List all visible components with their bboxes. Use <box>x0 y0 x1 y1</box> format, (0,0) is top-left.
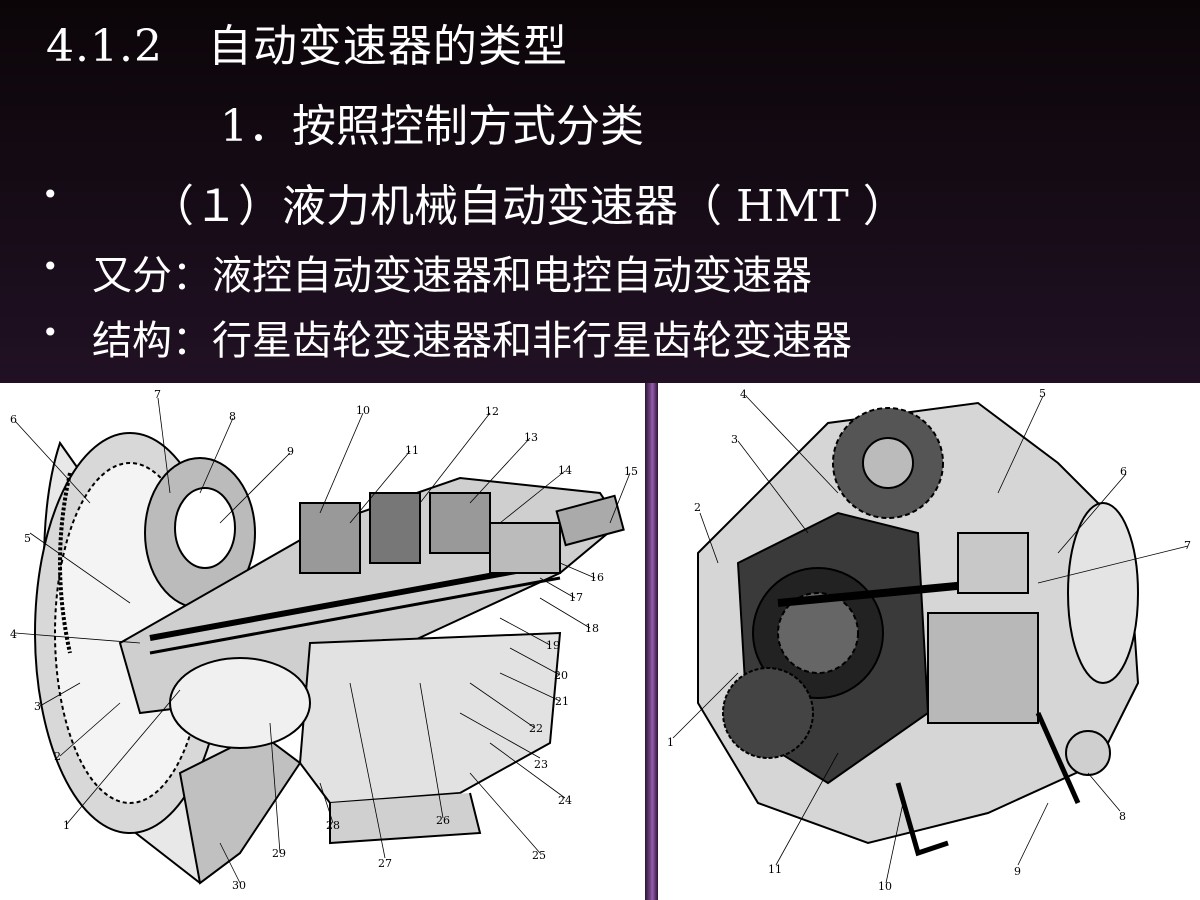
callout-label: 27 <box>378 857 392 870</box>
callout-label: 19 <box>546 639 560 652</box>
callout-label: 16 <box>590 571 604 584</box>
callout-label: 7 <box>1184 539 1191 552</box>
transmission-cutaway-drawing: 1 2 3 4 5 6 7 8 9 10 11 12 13 14 15 16 1… <box>10 388 638 892</box>
callout-label: 1 <box>667 736 674 749</box>
callout-label: 7 <box>154 388 161 401</box>
transaxle-cutaway-figure: 1 2 3 4 5 6 7 8 9 10 11 <box>658 383 1200 900</box>
bullet-marker: • <box>42 178 59 211</box>
bullet-marker: • <box>42 250 59 283</box>
callout-label: 2 <box>54 750 61 763</box>
callout-label: 12 <box>485 405 499 418</box>
callout-label: 30 <box>232 879 246 892</box>
callout-label: 17 <box>569 591 583 604</box>
slide-title: 4.1.2 自动变速器的类型 <box>46 21 568 72</box>
callout-label: 15 <box>624 465 638 478</box>
callout-label: 14 <box>558 464 572 477</box>
bullet-marker: • <box>42 316 59 349</box>
callout-label: 4 <box>740 388 747 401</box>
callout-label: 3 <box>731 433 738 446</box>
callout-label: 23 <box>534 758 548 771</box>
callout-label: 10 <box>356 404 370 417</box>
callout-label: 21 <box>555 695 569 708</box>
callout-label: 22 <box>529 722 543 735</box>
callout-label: 10 <box>878 880 892 893</box>
callout-label: 28 <box>326 819 340 832</box>
bullet-control-types: 又分：液控自动变速器和电控自动变速器 <box>92 253 812 299</box>
bullet-hmt: （１）液力机械自动变速器（ HMT ） <box>150 181 907 232</box>
callout-label: 13 <box>524 431 538 444</box>
callout-label: 20 <box>554 669 568 682</box>
callout-label: 8 <box>1119 810 1126 823</box>
transmission-cutaway-figure: 1 2 3 4 5 6 7 8 9 10 11 12 13 14 15 16 1… <box>0 383 645 900</box>
callout-label: 8 <box>229 410 236 423</box>
callout-label: 2 <box>694 501 701 514</box>
callout-label: 11 <box>768 863 782 876</box>
callout-label: 4 <box>10 628 17 641</box>
transaxle-cutaway-drawing: 1 2 3 4 5 6 7 8 9 10 11 <box>667 387 1191 893</box>
callout-label: 5 <box>1039 387 1046 400</box>
bullet-structure-types: 结构：行星齿轮变速器和非行星齿轮变速器 <box>92 318 852 364</box>
callout-label: 29 <box>272 847 286 860</box>
callout-label: 9 <box>1014 865 1021 878</box>
callout-label: 6 <box>10 413 17 426</box>
callout-label: 3 <box>34 700 41 713</box>
callout-label: 9 <box>287 445 294 458</box>
slide-subtitle: 1．按照控制方式分类 <box>220 101 644 152</box>
callout-label: 24 <box>558 794 572 807</box>
callout-label: 11 <box>405 444 419 457</box>
callout-label: 5 <box>24 532 31 545</box>
callout-label: 26 <box>436 814 450 827</box>
callout-label: 25 <box>532 849 546 862</box>
callout-label: 1 <box>63 819 70 832</box>
panel-divider <box>645 383 658 900</box>
callout-label: 6 <box>1120 465 1127 478</box>
callout-label: 18 <box>585 622 599 635</box>
